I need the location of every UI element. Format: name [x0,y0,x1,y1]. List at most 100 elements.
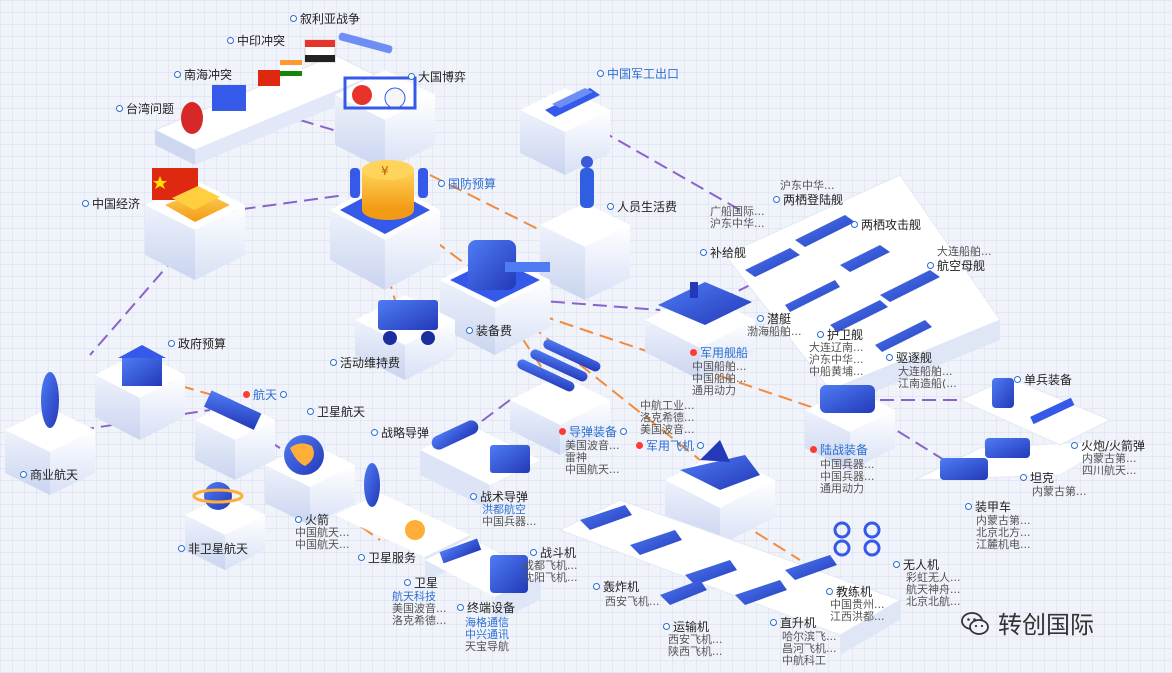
aircraft-left-companies: 中航工业...洛克希德...美国波音... [640,399,695,436]
node-tank[interactable]: 坦克 [1020,471,1054,485]
node-personnel[interactable]: 人员生活费 [607,200,677,214]
node-strategic-missile[interactable]: 战略导弹 [371,426,429,440]
node-commercial-space[interactable]: 商业航天 [20,468,78,482]
circle-dot-icon [330,359,337,366]
circle-dot-icon [893,561,900,568]
red-dot-icon [559,428,566,435]
rocket [364,463,380,507]
node-rocket[interactable]: 火箭 [295,513,329,527]
node-fighter[interactable]: 战斗机 [530,546,576,560]
node-economy[interactable]: 中国经济 [82,197,140,211]
circle-dot-icon [358,554,365,561]
circle-dot-icon [597,70,604,77]
node-aerospace[interactable]: 航天 [243,388,290,402]
circle-dot-icon [757,315,764,322]
circle-dot-icon [851,221,858,228]
node-great-power[interactable]: 大国博弈 [408,70,466,84]
circle-dot-icon [174,71,181,78]
node-gov-budget[interactable]: 政府预算 [168,337,226,351]
satellite-device [439,538,482,564]
node-trainer[interactable]: 教练机 [826,585,872,599]
circle-dot-icon [457,604,464,611]
node-india[interactable]: 中印冲突 [227,34,285,48]
satellite-companies-highlight: 航天科技 [392,590,436,603]
terminal-companies-highlight: 海格通信中兴通讯 [465,616,509,641]
watermark-text: 转创国际 [998,611,1094,639]
tactical-launcher [490,445,530,473]
node-south-sea[interactable]: 南海冲突 [174,68,232,82]
node-bomber[interactable]: 轰炸机 [593,580,639,594]
circle-dot-icon [404,579,411,586]
red-dot-icon [810,446,817,453]
node-defense-budget[interactable]: 国防预算 [438,177,496,191]
node-export[interactable]: 中国军工出口 [597,67,679,81]
circle-dot-icon [530,549,537,556]
circle-dot-icon [116,105,123,112]
node-equipment-fee[interactable]: 装备费 [466,324,512,338]
circle-dot-icon [886,354,893,361]
node-transport[interactable]: 运输机 [663,620,709,634]
node-uav[interactable]: 无人机 [893,558,939,572]
circle-dot-icon [826,588,833,595]
circle-dot-icon [817,331,824,338]
node-satellite[interactable]: 卫星 [404,576,438,590]
circle-dot-icon [466,327,473,334]
node-artillery[interactable]: 火炮/火箭弹 [1071,439,1145,453]
circle-dot-icon [371,429,378,436]
frigate-companies: 大连辽南...沪东中华...中船黄埔... [809,341,864,378]
rocket-commercial [41,372,59,428]
submarine-companies: 渤海船舶... [747,325,802,338]
platform-non-satellite [185,495,265,570]
naval-companies: 中国船舶...中国船舶...通用动力 [692,360,747,397]
node-supply[interactable]: 补给舰 [700,246,746,260]
node-aircraft[interactable]: 军用飞机 [636,439,707,453]
node-apc[interactable]: 装甲车 [965,500,1011,514]
node-helicopter[interactable]: 直升机 [770,616,816,630]
node-submarine[interactable]: 潜艇 [757,312,791,326]
link-land-apc [879,419,961,471]
node-terminal[interactable]: 终端设备 [457,601,515,615]
node-tactical-missile[interactable]: 战术导弹 [470,490,528,504]
circle-dot-icon [620,428,628,435]
flag-china-small [258,70,280,86]
screen-south-sea [212,85,246,111]
soldier-walking [580,168,594,208]
globe-usa [384,87,406,109]
circle-dot-icon [227,37,234,44]
circle-dot-icon [295,516,302,523]
globe-china [352,85,372,105]
apc-vehicle [940,458,988,480]
sat-service-dish [405,520,425,540]
node-frigate[interactable]: 护卫舰 [817,328,863,342]
node-land[interactable]: 陆战装备 [810,443,868,457]
circle-dot-icon [82,200,89,207]
node-destroyer[interactable]: 驱逐舰 [886,351,932,365]
uav-companies: 彩虹无人...航天神舟...北京北航... [906,571,961,608]
trainer-companies: 中国贵州...江西洪都... [830,598,885,623]
node-infantry[interactable]: 单兵装备 [1014,373,1072,387]
node-naval[interactable]: 军用舰船 [690,346,748,360]
drone [833,521,881,557]
destroyer-companies: 大连船舶...江南造船(... [898,365,957,390]
illustrations: ¥ [41,32,1075,605]
link-equip-aircraft [529,324,701,461]
missile-equip-companies: 美国波音...雷神中国航天... [565,439,620,476]
node-syria[interactable]: 叙利亚战争 [290,12,360,26]
node-amphibious-dock[interactable]: 两栖登陆舰 [773,193,843,207]
bomber-companies: 西安飞机... [605,595,660,608]
land-companies: 中国兵器...中国兵器...通用动力 [820,458,875,495]
node-non-satellite[interactable]: 非卫星航天 [178,542,248,556]
node-amphibious-assault[interactable]: 两栖攻击舰 [851,218,921,232]
node-missile-equip[interactable]: 导弹装备 [559,425,630,439]
node-activity[interactable]: 活动维持费 [330,356,400,370]
node-carrier[interactable]: 航空母舰 [927,259,985,273]
platform-commercial [5,408,95,495]
fighter-jet-main [680,455,760,490]
node-sat-service[interactable]: 卫星服务 [358,551,416,565]
circle-dot-icon [470,493,477,500]
circle-dot-icon [773,196,780,203]
bank-building [118,345,166,358]
node-satellite-space[interactable]: 卫星航天 [307,405,365,419]
node-taiwan[interactable]: 台湾问题 [116,102,174,116]
